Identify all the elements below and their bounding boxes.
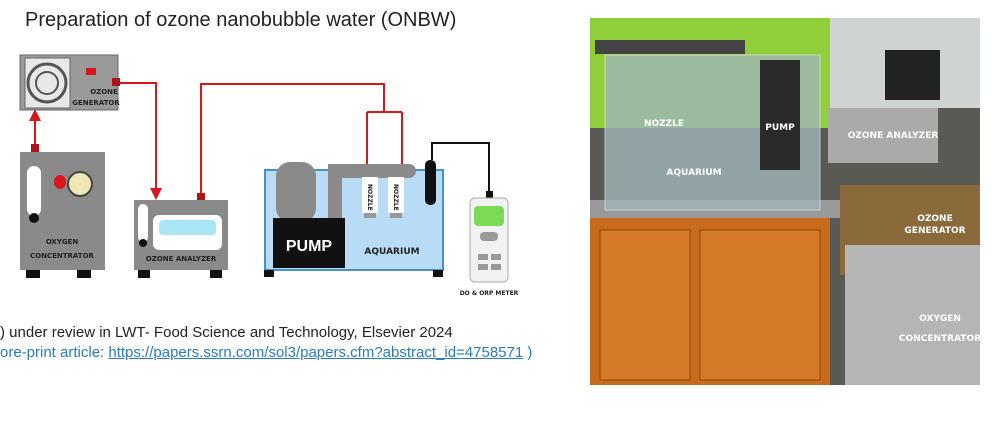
diagram-shape bbox=[35, 71, 59, 95]
diagram-shape bbox=[112, 78, 120, 86]
diagram-shape bbox=[264, 270, 274, 277]
diagram-shape bbox=[328, 164, 416, 178]
diagram-label: AQUARIUM bbox=[364, 247, 419, 257]
diagram-shape bbox=[362, 177, 378, 213]
diagram-shape bbox=[139, 239, 147, 247]
slide-title: Preparation of ozone nanobubble water (O… bbox=[25, 9, 457, 31]
diagram-shape bbox=[699, 229, 821, 381]
diagram-shape bbox=[845, 245, 980, 385]
diagram-shape bbox=[27, 166, 41, 216]
diagram-shape bbox=[210, 270, 222, 278]
diagram-shape bbox=[433, 270, 443, 277]
diagram-label: AQUARIUM bbox=[666, 168, 721, 178]
citation-preprint: ore-print article: https://papers.ssrn.c… bbox=[0, 344, 532, 361]
diagram-shape bbox=[328, 164, 342, 224]
preprint-link[interactable]: https://papers.ssrn.com/sol3/papers.cfm?… bbox=[108, 344, 524, 361]
diagram-shape bbox=[478, 254, 488, 260]
ozone-generator: OZONE GENERATOR bbox=[19, 54, 120, 111]
diagram-shape bbox=[67, 171, 93, 197]
diagram-shape bbox=[138, 270, 150, 278]
ozone-analyzer: OZONE ANALYZER bbox=[134, 193, 228, 278]
diagram-shape bbox=[118, 82, 162, 200]
diagram-shape bbox=[491, 254, 501, 260]
diagram-shape bbox=[24, 57, 71, 109]
diagram-label: OZONE ANALYZER bbox=[146, 255, 217, 263]
closing-paren: ) bbox=[523, 344, 533, 361]
diagram-shape bbox=[159, 220, 216, 235]
diagram-shape bbox=[54, 175, 66, 189]
diagram-label: PUMP bbox=[765, 123, 795, 133]
diagram-shape bbox=[760, 60, 800, 170]
preprint-label: ore-print article: bbox=[0, 344, 109, 361]
probe-cable bbox=[431, 142, 490, 192]
diagram-label: GENERATOR bbox=[904, 226, 965, 236]
diagram-label: GENERATOR bbox=[72, 99, 120, 107]
diagram-label: DO & ORP METER bbox=[460, 290, 519, 297]
diagram-shape bbox=[491, 264, 501, 270]
diagram-shape bbox=[77, 270, 91, 278]
diagram-shape bbox=[29, 213, 39, 223]
diagram-shape bbox=[388, 177, 404, 213]
diagram-shape bbox=[478, 264, 488, 270]
diagram-label: NOZZLE bbox=[366, 184, 373, 211]
diagram-label: NOZZLE bbox=[644, 119, 684, 129]
diagram-shape bbox=[276, 162, 316, 222]
diagram-shape bbox=[474, 206, 504, 226]
diagram-label: OZONE bbox=[90, 88, 118, 96]
diagram-shape bbox=[86, 68, 96, 75]
red-tubing bbox=[29, 82, 408, 200]
diagram-shape bbox=[364, 213, 376, 218]
diagram-label: CONCENTRATOR bbox=[899, 334, 981, 344]
diagram-label: OZONE ANALYZER bbox=[848, 131, 939, 141]
diagram-label: NOZZLE bbox=[392, 184, 399, 211]
diagram-shape bbox=[480, 232, 498, 241]
diagram-shape bbox=[138, 204, 148, 242]
diagram-shape bbox=[31, 144, 39, 152]
oxygen-concentrator: OXYGEN CONCENTRATOR bbox=[20, 144, 105, 278]
citation-status: ) under review in LWT- Food Science and … bbox=[0, 324, 453, 341]
diagram-shape bbox=[885, 50, 940, 100]
diagram-shape bbox=[197, 193, 205, 201]
do-orp-meter: DO & ORP METER bbox=[460, 191, 519, 297]
diagram-shape bbox=[26, 270, 40, 278]
diagram-label: OXYGEN bbox=[46, 238, 79, 246]
diagram-shape bbox=[595, 40, 745, 54]
fan-icon bbox=[26, 62, 68, 104]
diagram-label: CONCENTRATOR bbox=[30, 252, 94, 260]
diagram-shape bbox=[425, 160, 436, 205]
diagram-shape bbox=[599, 229, 691, 381]
diagram-shape bbox=[200, 83, 385, 196]
diagram-label: OXYGEN bbox=[919, 314, 961, 324]
setup-photo: NOZZLE PUMP OZONE ANALYZER AQUARIUM OZON… bbox=[590, 18, 981, 385]
diagram-shape bbox=[828, 108, 938, 163]
diagram-label: PUMP bbox=[286, 238, 333, 255]
diagram-shape bbox=[273, 218, 345, 268]
diagram-label: OZONE bbox=[917, 214, 953, 224]
diagram-shape bbox=[390, 213, 402, 218]
diagram-shape bbox=[486, 191, 493, 199]
aquarium: PUMP NOZZLE NOZZLE AQUARIUM bbox=[264, 160, 444, 277]
